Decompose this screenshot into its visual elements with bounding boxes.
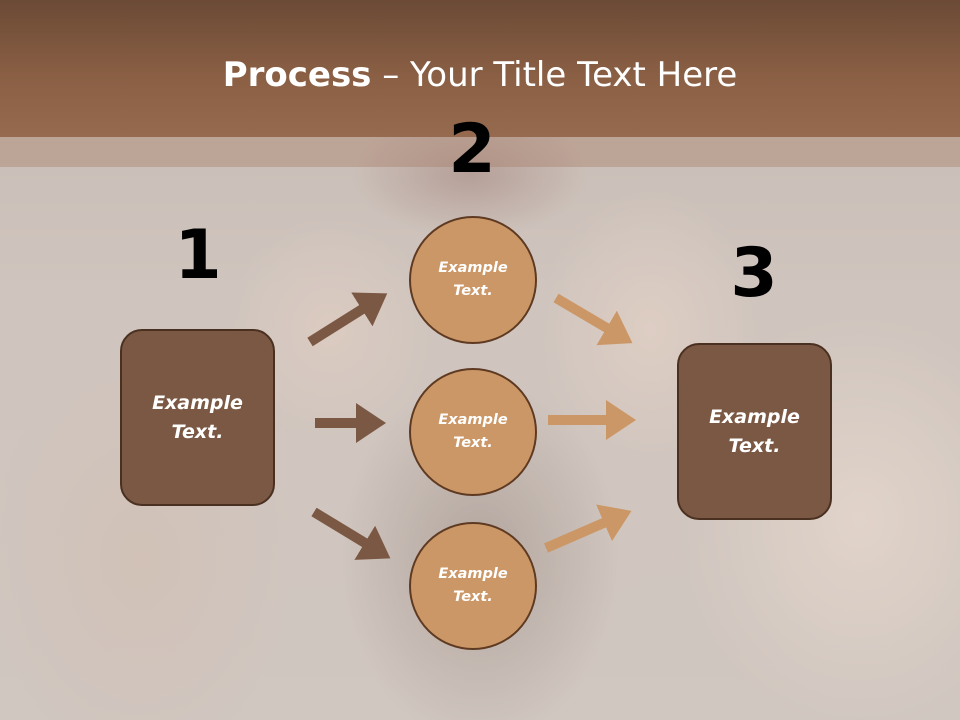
arrow-left-to-bottom bbox=[311, 507, 391, 560]
title-bold: Process bbox=[222, 55, 372, 95]
step-number-2: 2 bbox=[448, 110, 496, 189]
left-box-text: Example Text. bbox=[152, 391, 243, 443]
top-circle[interactable]: Example Text. bbox=[409, 216, 537, 344]
middle-circle[interactable]: Example Text. bbox=[409, 368, 537, 496]
bottom-circle[interactable]: Example Text. bbox=[409, 522, 537, 650]
arrow-bottom-to-right bbox=[544, 504, 632, 553]
title-rest: – Your Title Text Here bbox=[371, 55, 738, 95]
title-bar-band bbox=[0, 137, 960, 167]
left-process-box[interactable]: Example Text. bbox=[120, 329, 275, 506]
arrow-top-to-right bbox=[553, 293, 633, 346]
arrow-left-to-top bbox=[307, 292, 388, 347]
bottom-circle-text: Example Text. bbox=[438, 566, 508, 605]
step-number-3: 3 bbox=[730, 234, 778, 313]
right-process-box[interactable]: Example Text. bbox=[677, 343, 832, 520]
title-bar bbox=[0, 0, 960, 137]
right-box-text: Example Text. bbox=[709, 405, 800, 457]
middle-circle-text: Example Text. bbox=[438, 412, 508, 451]
slide-title[interactable]: Process – Your Title Text Here bbox=[0, 52, 960, 98]
top-circle-text: Example Text. bbox=[438, 260, 508, 299]
step-number-1: 1 bbox=[174, 216, 222, 295]
